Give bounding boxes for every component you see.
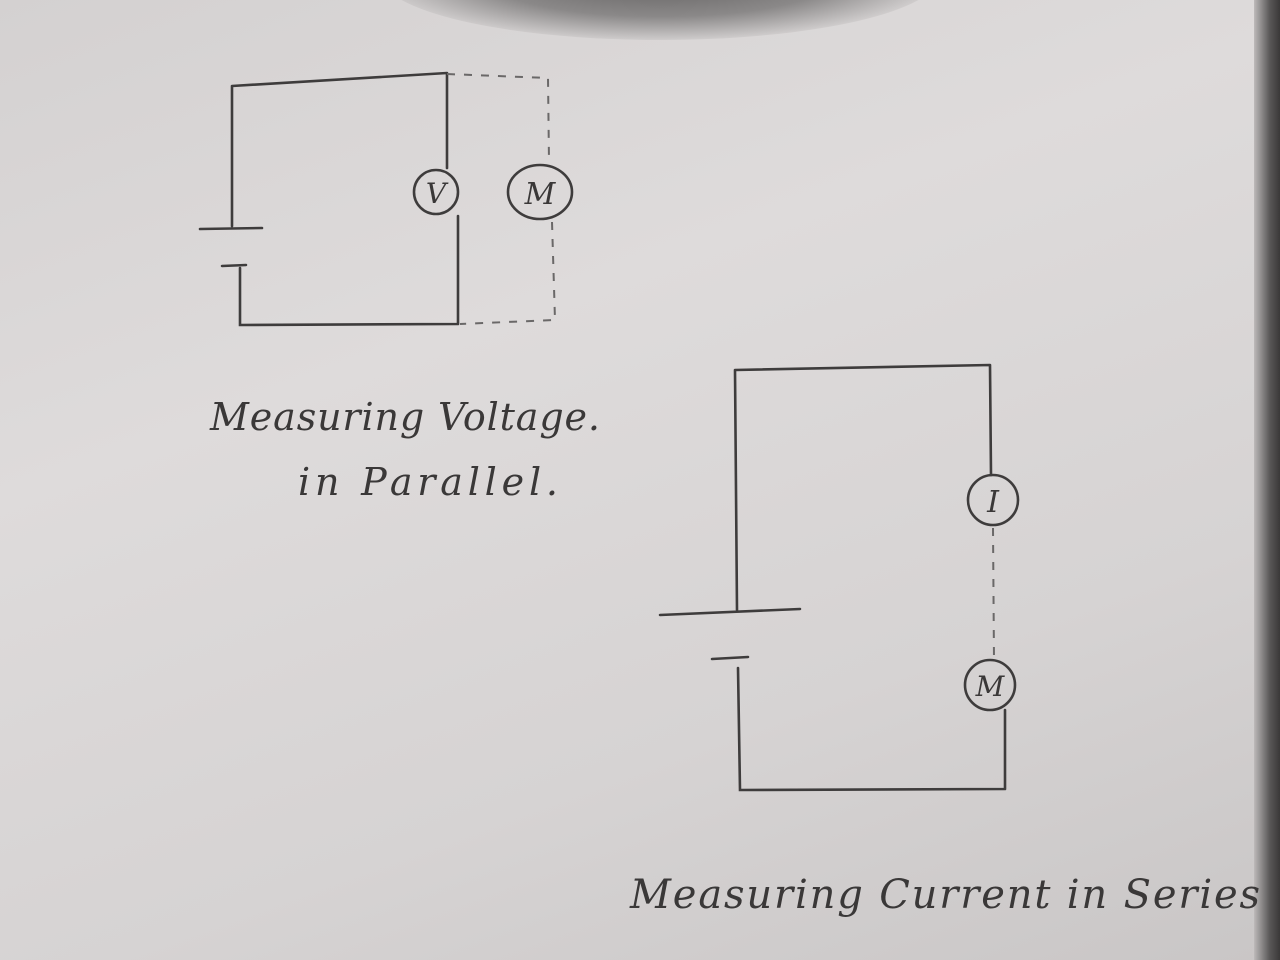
dashed-wire: [992, 527, 995, 661]
motor-label: M: [975, 670, 1006, 703]
ammeter-symbol: [966, 473, 1020, 527]
caption-line-1: Measuring Voltage.: [209, 395, 600, 439]
motor-symbol: [506, 163, 574, 221]
parallel-circuit: V M: [198, 71, 574, 327]
voltmeter-symbol: [412, 168, 460, 216]
caption-series: Measuring Current in Series: [629, 872, 1260, 918]
dashed-wire: [446, 73, 557, 325]
caption-line-2: in Parallel.: [298, 460, 558, 504]
paper-edge: [1254, 0, 1280, 960]
ammeter-label: I: [986, 485, 1000, 520]
voltmeter-label: V: [426, 177, 449, 210]
series-circuit: I M: [658, 363, 1020, 792]
motor-symbol: [963, 658, 1017, 712]
wire: [198, 71, 460, 327]
motor-label: M: [524, 177, 557, 212]
wire: [658, 363, 1007, 792]
